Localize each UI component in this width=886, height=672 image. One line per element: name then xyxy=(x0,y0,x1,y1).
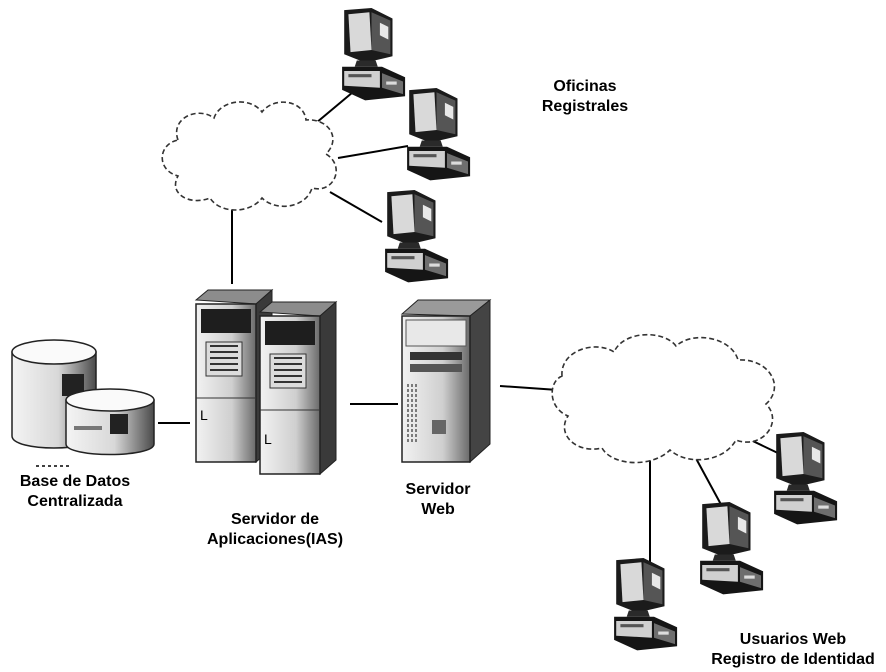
offices-label-line1: Oficinas xyxy=(553,78,617,95)
connection-lines xyxy=(158,81,783,570)
app-server-label-line1: Servidor de xyxy=(230,511,320,528)
app-server-label: Servidor de Aplicaciones(IAS) xyxy=(190,510,360,550)
web-users-label-line2: Registro de Identidad xyxy=(711,651,875,668)
database-label: Base de Datos Centralizada xyxy=(0,472,150,512)
workstation-icon xyxy=(342,8,406,101)
web-users-label: Usuarios Web Registro de Identidad xyxy=(700,630,886,670)
svg-text:L: L xyxy=(200,407,208,423)
user-workstations xyxy=(614,432,838,651)
workstation-icon xyxy=(614,558,678,651)
workstation-icon xyxy=(407,88,471,181)
workstation-icon xyxy=(700,502,764,595)
web-users-label-line1: Usuarios Web xyxy=(739,631,847,648)
link-cloud-office-2 xyxy=(337,145,409,159)
link-cloud-office-3 xyxy=(329,191,383,223)
svg-text:L: L xyxy=(264,431,272,447)
link-webserver-cloud xyxy=(499,385,559,391)
app-server-label-line2: Aplicaciones(IAS) xyxy=(206,531,344,548)
database-label-line2: Centralizada xyxy=(27,493,123,510)
offices-label-line2: Registrales xyxy=(541,98,629,115)
web-server-label-line1: Servidor xyxy=(405,481,471,498)
database-label-line1: Base de Datos xyxy=(19,473,131,490)
network-cloud-upper xyxy=(161,101,337,211)
web-server-label-line2: Web xyxy=(421,501,455,518)
database-icon xyxy=(11,339,155,467)
web-server-label: Servidor Web xyxy=(388,480,488,520)
web-server-icon xyxy=(400,298,492,464)
network-cloud-lower xyxy=(551,333,776,464)
workstation-icon xyxy=(774,432,838,525)
office-workstations xyxy=(342,8,471,283)
workstation-icon xyxy=(385,190,449,283)
application-server-icon: L L xyxy=(194,288,338,476)
offices-label: Oficinas Registrales xyxy=(520,77,650,117)
